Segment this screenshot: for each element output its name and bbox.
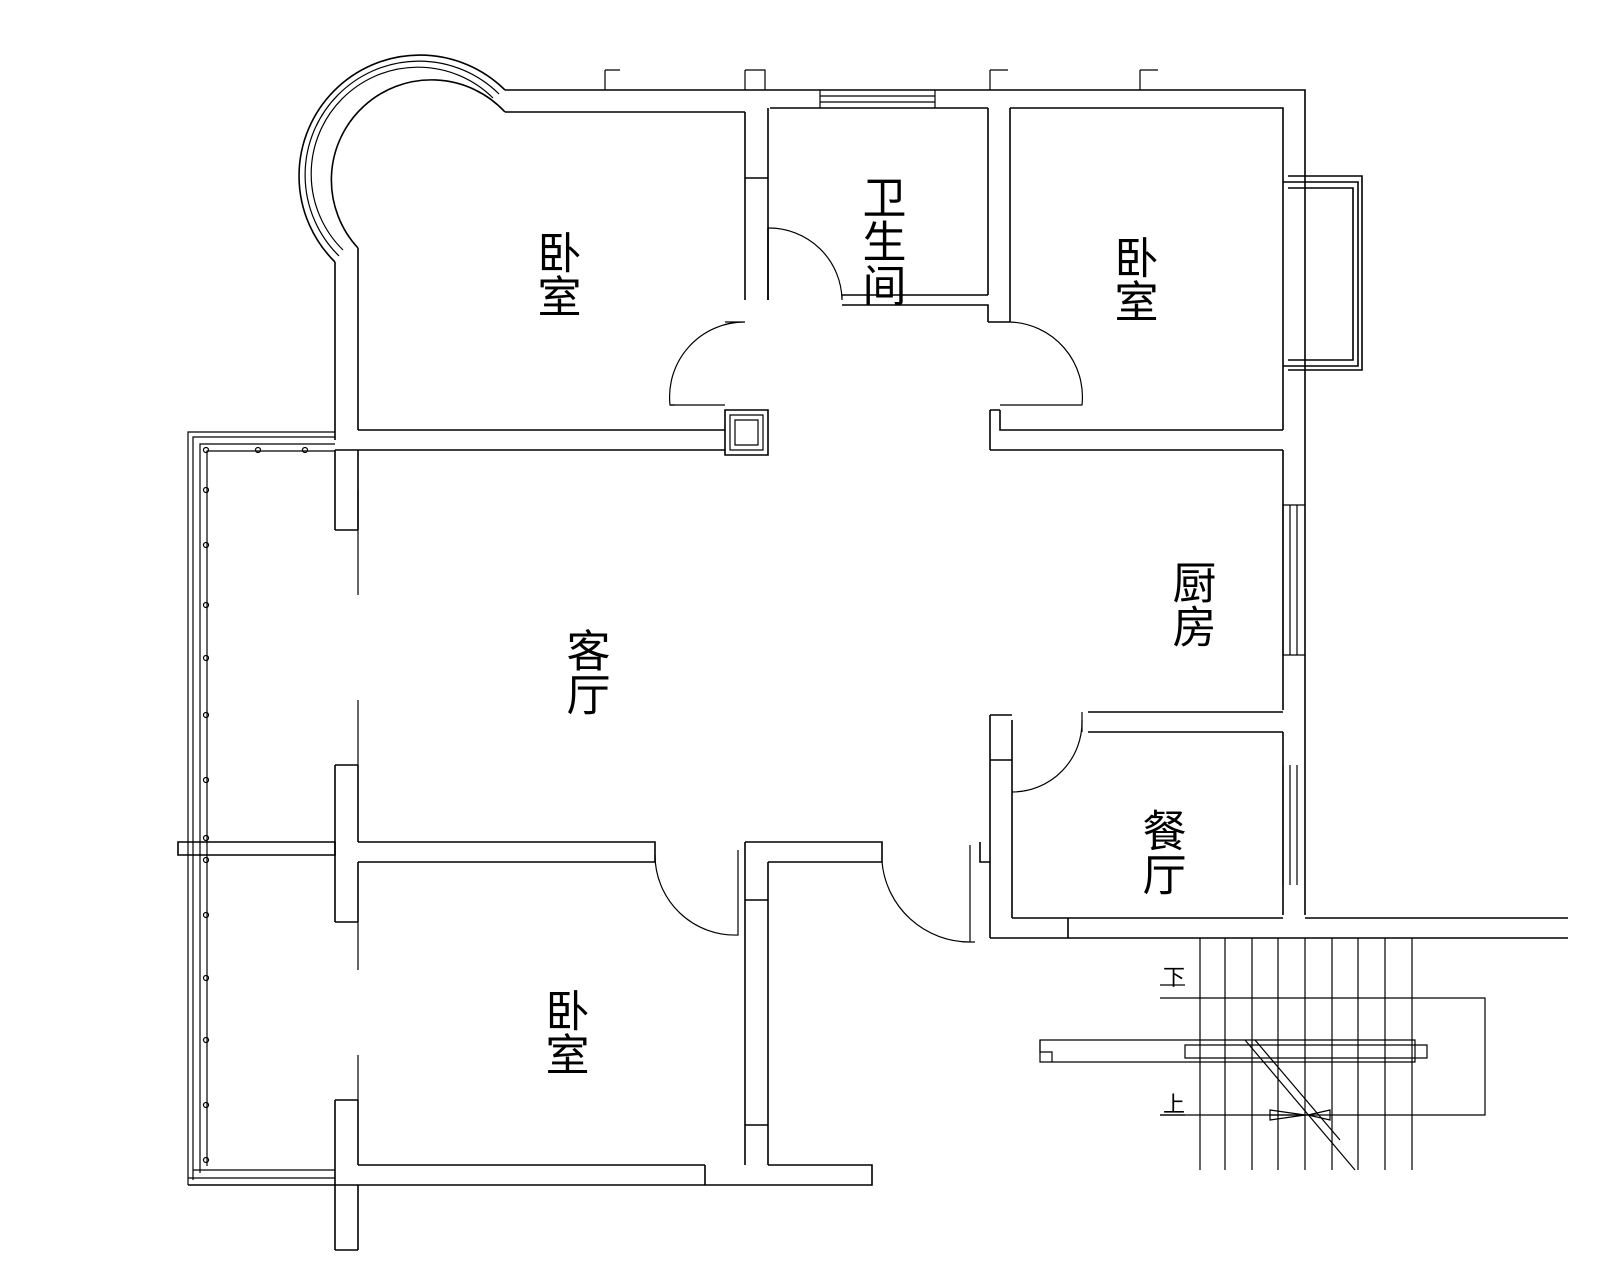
stair-down-label: 下 [1163,966,1185,991]
room-label-bedroom-ne: 卧室 [1107,235,1158,323]
door-entrance [881,845,975,943]
stair-up-label: 上 [1163,1093,1185,1118]
door-bedroom-s [654,850,739,936]
room-label-bedroom-s: 卧室 [538,988,589,1076]
room-label-living: 客厅 [559,628,610,716]
interior-walls [177,108,1568,1251]
doors [654,227,1084,943]
door-bedroom-ne [1000,321,1084,406]
stair-labels: 下 上 [1163,966,1185,1118]
door-bedroom-nw [668,321,746,406]
room-label-bathroom: 卫生间 [855,175,906,307]
room-label-kitchen: 厨房 [1165,560,1216,648]
door-bathroom [767,227,843,301]
room-label-bedroom-nw: 卧室 [530,230,581,318]
exterior-walls [298,54,1363,440]
room-label-dining: 餐厅 [1135,808,1186,896]
door-dining [1011,719,1083,793]
staircase [1039,938,1486,1171]
room-labels: 卧室 卫生间 卧室 客厅 厨房 餐厅 卧室 [530,175,1216,1076]
balcony-railing [187,431,335,1185]
